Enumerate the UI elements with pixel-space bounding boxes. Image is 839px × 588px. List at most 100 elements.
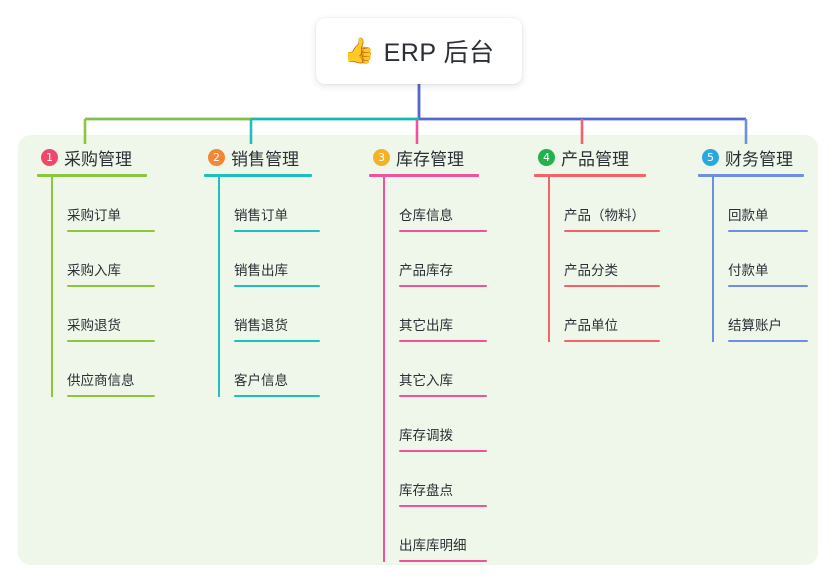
branches-panel bbox=[18, 135, 818, 565]
branch-item-label: 销售订单 bbox=[234, 208, 288, 223]
branch-item[interactable]: 库存盘点 bbox=[383, 452, 487, 507]
branch-item-list: 产品（物料） 产品分类产品单位 bbox=[534, 177, 660, 342]
branch-item-label: 产品（物料） bbox=[564, 208, 645, 223]
branch-item[interactable]: 销售出库 bbox=[218, 232, 320, 287]
branch-item-label: 付款单 bbox=[728, 263, 769, 278]
branch-number-badge: 4 bbox=[538, 148, 555, 166]
branch-spine bbox=[51, 177, 53, 397]
branch-item-label: 销售出库 bbox=[234, 263, 288, 278]
branch-item-rule bbox=[234, 340, 320, 342]
branch-item-label: 库存盘点 bbox=[399, 483, 453, 498]
branch-item-label: 其它入库 bbox=[399, 373, 453, 388]
branch-item-label: 仓库信息 bbox=[399, 208, 453, 223]
branch-item-rule bbox=[564, 285, 660, 287]
branch-item-rule bbox=[399, 230, 487, 232]
branch-item[interactable]: 出库库明细 bbox=[383, 507, 487, 562]
branch-header-5[interactable]: 5 财务管理 bbox=[698, 145, 808, 169]
branch-item[interactable]: 其它入库 bbox=[383, 342, 487, 397]
thumbs-up-icon: 👍 bbox=[343, 36, 375, 65]
branch-item-rule bbox=[399, 505, 487, 507]
branch-item-rule bbox=[564, 340, 660, 342]
branch-item[interactable]: 回款单 bbox=[712, 177, 808, 232]
branch-spine bbox=[383, 177, 385, 562]
branch-item-rule bbox=[234, 395, 320, 397]
branch-column-1: 1 采购管理采购订单采购入库采购退货供应商信息 bbox=[37, 145, 155, 397]
branch-spine bbox=[548, 177, 550, 342]
branch-item[interactable]: 采购入库 bbox=[51, 232, 155, 287]
branch-item-rule bbox=[399, 285, 487, 287]
branch-item-rule bbox=[67, 230, 155, 232]
branch-number-badge: 2 bbox=[208, 148, 225, 166]
branch-header-rule bbox=[369, 174, 479, 177]
branch-number-badge: 1 bbox=[41, 148, 58, 166]
branch-item[interactable]: 销售订单 bbox=[218, 177, 320, 232]
branch-item-rule bbox=[67, 285, 155, 287]
branch-item-rule bbox=[728, 230, 808, 232]
branch-item[interactable]: 供应商信息 bbox=[51, 342, 155, 397]
branch-item-label: 库存调拨 bbox=[399, 428, 453, 443]
branch-item-rule bbox=[67, 340, 155, 342]
branch-item[interactable]: 产品（物料） bbox=[548, 177, 660, 232]
branch-item[interactable]: 其它出库 bbox=[383, 287, 487, 342]
branch-item-rule bbox=[67, 395, 155, 397]
branch-item[interactable]: 产品库存 bbox=[383, 232, 487, 287]
branch-item-label: 回款单 bbox=[728, 208, 769, 223]
branch-header-rule bbox=[37, 174, 147, 177]
branch-item-label: 采购入库 bbox=[67, 263, 121, 278]
branch-header-2[interactable]: 2 销售管理 bbox=[204, 145, 320, 169]
branch-item-label: 结算账户 bbox=[728, 318, 782, 333]
branch-header-rule bbox=[698, 174, 804, 177]
branch-item-rule bbox=[399, 560, 487, 562]
branch-item-label: 客户信息 bbox=[234, 373, 288, 388]
branch-title: 销售管理 bbox=[231, 149, 299, 169]
branch-item-label: 出库库明细 bbox=[399, 538, 467, 553]
branch-item[interactable]: 采购退货 bbox=[51, 287, 155, 342]
branch-column-2: 2 销售管理销售订单销售出库销售退货客户信息 bbox=[204, 145, 320, 397]
branch-column-3: 3 库存管理仓库信息产品库存其它出库其它入库库存调拨库存盘点出库库明细 bbox=[369, 145, 487, 562]
branch-item-label: 采购退货 bbox=[67, 318, 121, 333]
branch-item[interactable]: 结算账户 bbox=[712, 287, 808, 342]
branch-item[interactable]: 仓库信息 bbox=[383, 177, 487, 232]
branch-header-rule bbox=[204, 174, 312, 177]
branch-item[interactable]: 库存调拨 bbox=[383, 397, 487, 452]
branch-header-1[interactable]: 1 采购管理 bbox=[37, 145, 155, 169]
branch-title: 库存管理 bbox=[396, 149, 464, 169]
branch-item-rule bbox=[564, 230, 660, 232]
branch-item-list: 仓库信息产品库存其它出库其它入库库存调拨库存盘点出库库明细 bbox=[369, 177, 487, 562]
branch-item-label: 产品库存 bbox=[399, 263, 453, 278]
branch-item-rule bbox=[728, 340, 808, 342]
branch-title: 采购管理 bbox=[64, 149, 132, 169]
branch-item-label: 产品单位 bbox=[564, 318, 618, 333]
branch-item-list: 销售订单销售出库销售退货客户信息 bbox=[204, 177, 320, 397]
branch-number-badge: 5 bbox=[702, 148, 719, 166]
branch-item-label: 销售退货 bbox=[234, 318, 288, 333]
branch-item-rule bbox=[728, 285, 808, 287]
branch-item-list: 回款单付款单结算账户 bbox=[698, 177, 808, 342]
branch-item-list: 采购订单采购入库采购退货供应商信息 bbox=[37, 177, 155, 397]
branch-item[interactable]: 付款单 bbox=[712, 232, 808, 287]
branch-title: 产品管理 bbox=[561, 149, 629, 169]
branch-column-5: 5 财务管理回款单付款单结算账户 bbox=[698, 145, 808, 342]
root-node[interactable]: 👍 ERP 后台 bbox=[316, 18, 522, 84]
branch-column-4: 4 产品管理产品（物料） 产品分类产品单位 bbox=[534, 145, 660, 342]
branch-item[interactable]: 销售退货 bbox=[218, 287, 320, 342]
branch-header-4[interactable]: 4 产品管理 bbox=[534, 145, 660, 169]
branch-item-label: 产品分类 bbox=[564, 263, 618, 278]
branch-item[interactable]: 客户信息 bbox=[218, 342, 320, 397]
branch-title: 财务管理 bbox=[725, 149, 793, 169]
branch-item[interactable]: 产品单位 bbox=[548, 287, 660, 342]
branch-number-badge: 3 bbox=[373, 148, 390, 166]
branch-item-rule bbox=[234, 230, 320, 232]
branch-item[interactable]: 采购订单 bbox=[51, 177, 155, 232]
branch-item-label: 其它出库 bbox=[399, 318, 453, 333]
branch-spine bbox=[218, 177, 220, 397]
branch-item-rule bbox=[399, 340, 487, 342]
branch-item-label: 采购订单 bbox=[67, 208, 121, 223]
branch-item-rule bbox=[399, 450, 487, 452]
branch-item[interactable]: 产品分类 bbox=[548, 232, 660, 287]
root-title: ERP 后台 bbox=[383, 39, 495, 67]
branch-spine bbox=[712, 177, 714, 342]
branch-header-rule bbox=[534, 174, 646, 177]
branch-header-3[interactable]: 3 库存管理 bbox=[369, 145, 487, 169]
